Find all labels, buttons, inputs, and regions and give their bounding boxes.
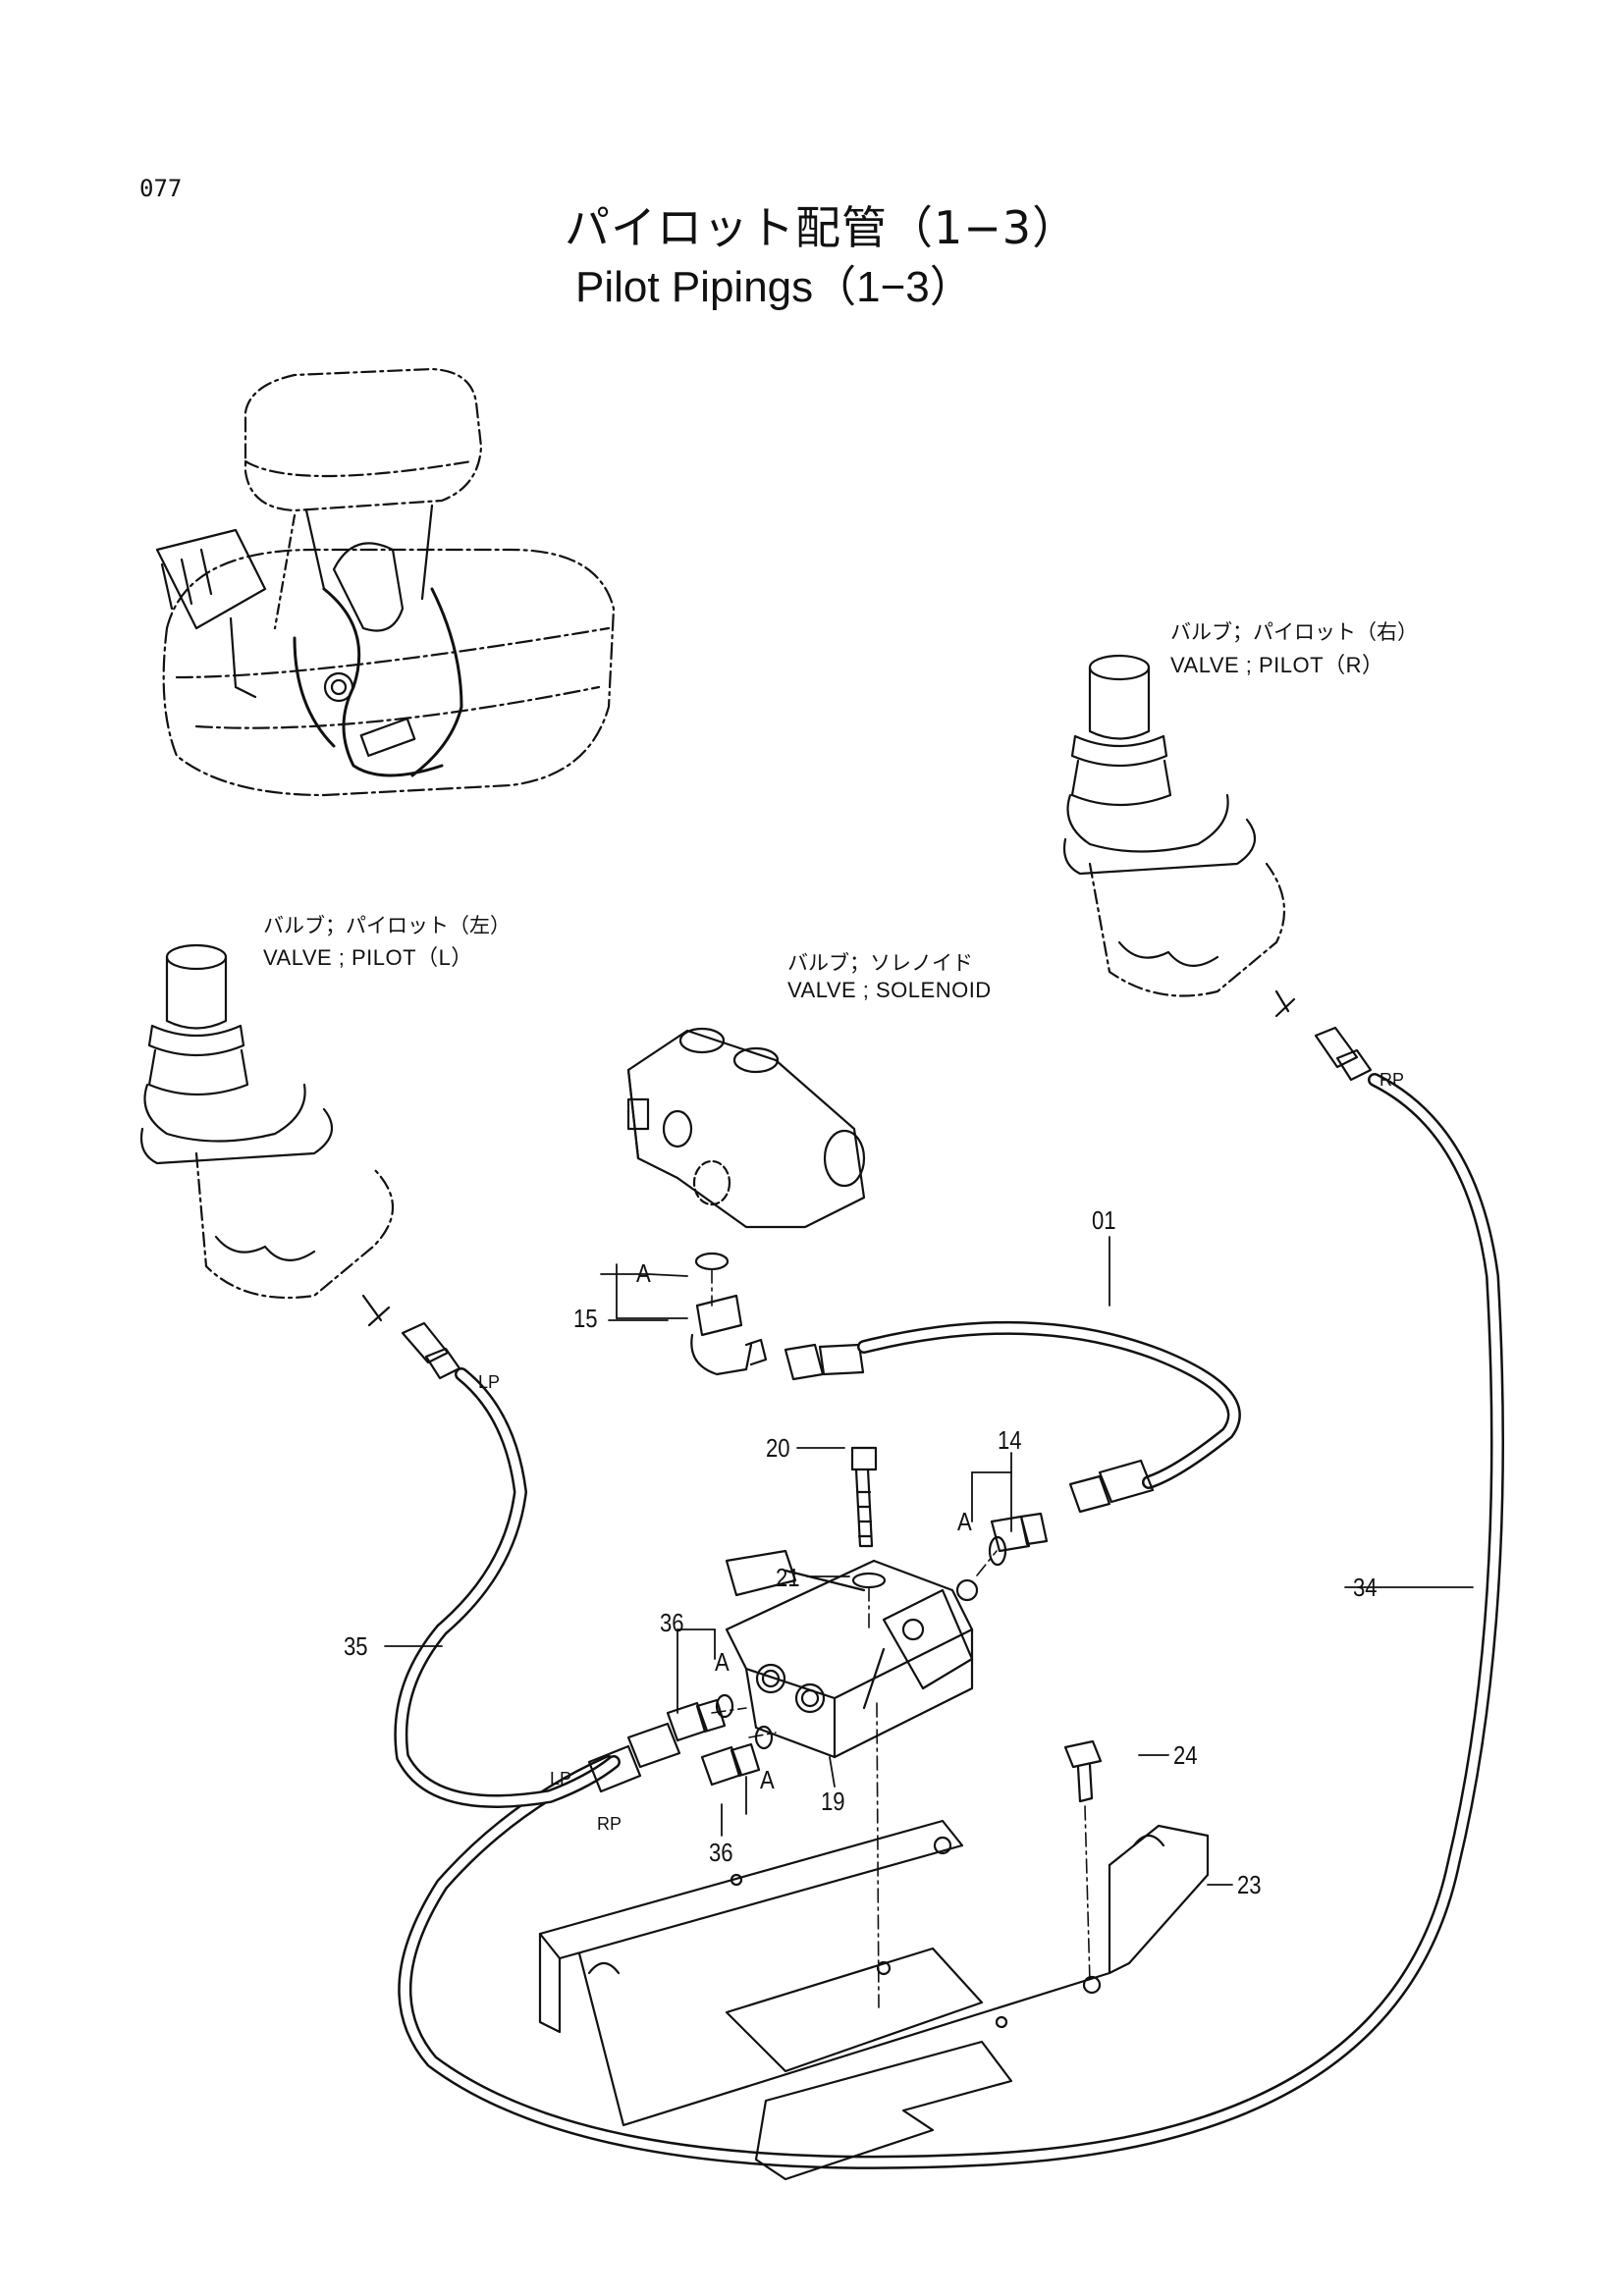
valve-pilot-r-label-en: VALVE ; PILOT（R）: [1170, 653, 1384, 677]
port-label-rp-top: RP: [1380, 1070, 1405, 1090]
port-label-rp-bottom: RP: [597, 1814, 622, 1834]
callout-35: 35: [344, 1631, 368, 1661]
control-block-19-drawing: [725, 1549, 974, 1759]
valve-pilot-r-label-jp: バルブ；パイロット（右）: [1170, 620, 1418, 644]
callout-36-lower: 36: [709, 1838, 733, 1867]
valve-solenoid-label-en: VALVE ; SOLENOID: [787, 978, 992, 1002]
callout-23: 23: [1237, 1870, 1262, 1899]
callout-01: 01: [1092, 1205, 1116, 1235]
port-label-a-upper: A: [715, 1647, 730, 1677]
callout-34: 34: [1353, 1573, 1378, 1602]
port-label-lp-bottom: LP: [550, 1769, 572, 1789]
port-label-a-lower: A: [760, 1765, 775, 1794]
callout-19: 19: [821, 1787, 845, 1816]
hose-35-drawing: [394, 1367, 642, 1808]
solenoid-valve-drawing: [626, 1027, 866, 1376]
machine-overview-illustration: [155, 367, 616, 797]
page-number: 077: [139, 175, 183, 202]
valve-pilot-l-label-jp: バルブ；パイロット（左）: [263, 914, 511, 937]
callout-21: 21: [776, 1563, 800, 1592]
hose-34-drawing: [398, 1073, 1504, 2169]
hose-01-drawing: [784, 1320, 1241, 1514]
leader-lines: [384, 1236, 1474, 1886]
bolt-24-drawing: [1063, 1739, 1103, 1803]
title-japanese: パイロット配管（1−3）: [565, 201, 1079, 254]
bracket-23-drawing: [538, 1819, 1210, 2181]
callout-20: 20: [766, 1433, 790, 1463]
callout-36-upper: 36: [660, 1608, 684, 1637]
right-pilot-valve-drawing: [1062, 654, 1373, 1082]
left-pilot-valve-drawing: [139, 943, 461, 1380]
bolt-20-drawing: [850, 1446, 887, 1589]
valve-pilot-l-label-en: VALVE ; PILOT（L）: [263, 945, 473, 970]
title-english: Pilot Pipings（1−3）: [575, 263, 973, 311]
fittings-36-drawing: [666, 1693, 774, 1787]
callout-14: 14: [998, 1425, 1022, 1455]
callout-24: 24: [1173, 1740, 1198, 1770]
center-lines: [711, 1268, 1091, 2008]
port-label-lp-top: LP: [478, 1372, 501, 1392]
port-label-a-solenoid: A: [636, 1258, 651, 1288]
valve-solenoid-label-jp: バルブ；ソレノイド: [787, 951, 973, 975]
callout-15: 15: [573, 1304, 598, 1333]
port-label-a-adapter: A: [957, 1507, 972, 1536]
